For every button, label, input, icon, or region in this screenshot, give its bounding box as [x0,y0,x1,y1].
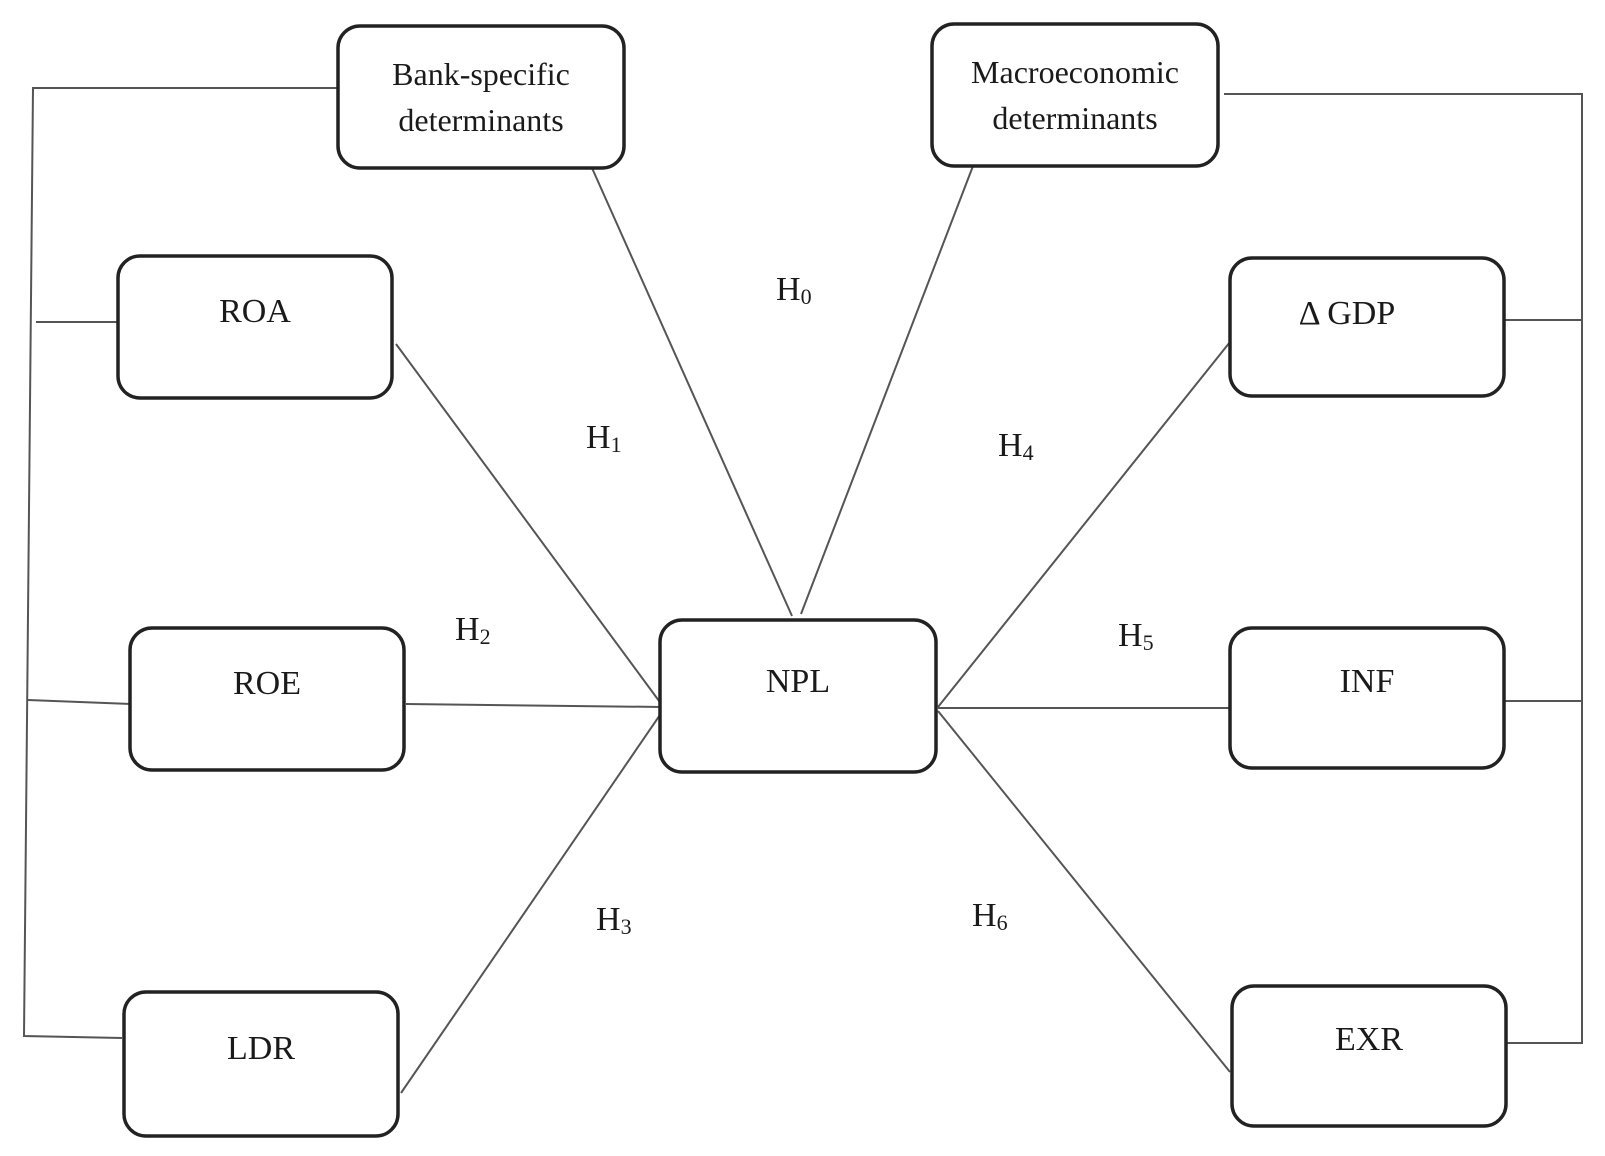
connector-bank-npl [591,167,793,617]
hypothesis-h2: H2 [455,611,491,649]
roa-label: ROA [219,293,291,330]
macroeconomic-box: Macroeconomic determinants [930,22,1220,168]
gdp-box: Δ GDP [1228,256,1506,398]
bank-specific-bracket [22,87,338,1039]
hypothesis-h4: H4 [998,427,1034,465]
gdp-label: Δ GDP [1299,295,1396,332]
hypothesis-h0: H0 [776,271,812,309]
macroeconomic-bracket [1224,93,1583,1044]
connectors [395,165,1232,1094]
hypothesis-h6: H6 [972,897,1008,935]
connector-gdp-npl [937,341,1231,708]
hypothesis-h3: H3 [596,901,632,939]
roe-label: ROE [233,665,301,702]
macroeconomic-label-line1: Macroeconomic [971,54,1179,90]
inf-label: INF [1340,663,1395,700]
inf-box: INF [1228,626,1506,770]
npl-label: NPL [766,663,830,700]
connector-ldr-npl [400,711,663,1094]
bank-specific-label-line1: Bank-specific [392,56,570,92]
exr-box: EXR [1230,984,1508,1128]
ldr-box: LDR [122,990,400,1138]
hypothesis-h1: H1 [586,419,622,457]
macroeconomic-label-line2: determinants [992,100,1157,136]
connector-macro-npl [800,165,974,615]
connector-roe-npl [405,703,663,708]
roe-box: ROE [128,626,406,772]
bank-specific-label-line2: determinants [398,102,563,138]
roa-box: ROA [116,254,394,400]
hypothesis-h5: H5 [1118,617,1154,655]
connector-exr-npl [937,710,1231,1073]
bank-specific-box: Bank-specific determinants [336,24,626,170]
ldr-label: LDR [227,1030,295,1067]
exr-label: EXR [1335,1021,1403,1058]
npl-box: NPL [658,618,938,774]
connector-roa-npl [395,343,663,706]
